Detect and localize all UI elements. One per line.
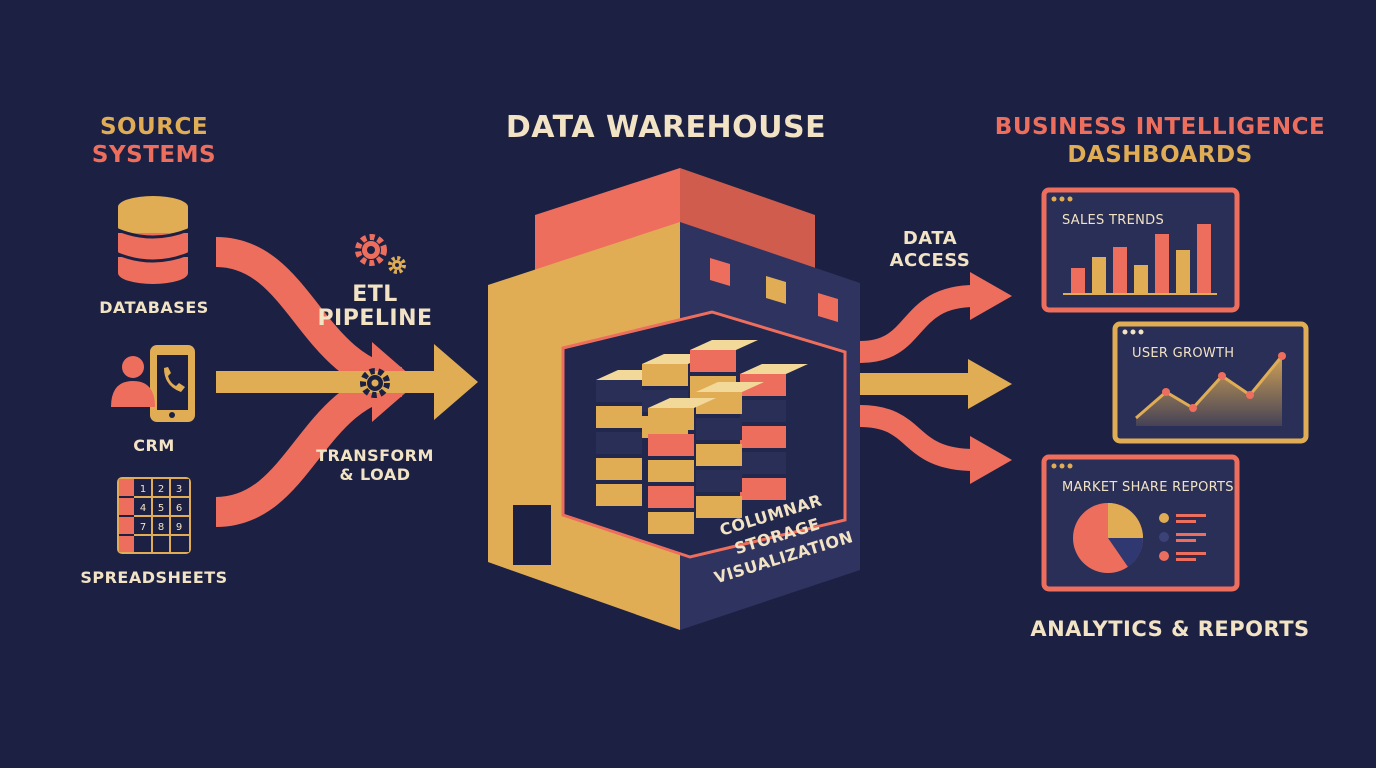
bi-title-line2: DASHBOARDS xyxy=(1067,142,1253,168)
source-title-line1: SOURCE xyxy=(99,114,209,140)
storage-cube-stack xyxy=(596,370,664,506)
sheet-digit: 1 xyxy=(140,484,146,495)
line-chart-icon xyxy=(1135,352,1286,426)
analytics-footer: ANALYTICS & REPORTS xyxy=(1030,617,1310,641)
crm-label: CRM xyxy=(133,436,175,455)
databases-label: DATABASES xyxy=(99,298,209,317)
transform-label-line1: TRANSFORM xyxy=(316,446,434,465)
columnar-storage-cubes xyxy=(596,340,808,534)
sheet-digit: 9 xyxy=(176,522,182,533)
transform-gear-icon xyxy=(360,368,390,398)
bi-title-line1: BUSINESS INTELLIGENCE xyxy=(994,114,1326,140)
transform-label-line2: & LOAD xyxy=(339,465,411,484)
market-share-panel xyxy=(1041,454,1240,592)
crm-phone-icon xyxy=(111,345,195,422)
gear-icon xyxy=(355,234,406,274)
sheet-digit: 7 xyxy=(140,522,146,533)
source-title-line2: SYSTEMS xyxy=(91,142,217,168)
access-flow-arrows xyxy=(859,272,1012,484)
user-growth-title: USER GROWTH xyxy=(1132,346,1235,361)
sheet-digit: 5 xyxy=(158,503,164,514)
bar-chart-icon xyxy=(1063,224,1217,295)
legend-list-icon xyxy=(1159,513,1206,561)
access-label-line2: ACCESS xyxy=(889,250,971,271)
sales-trends-title: SALES TRENDS xyxy=(1062,213,1165,228)
market-share-title: MARKET SHARE REPORTS xyxy=(1062,480,1234,495)
spreadsheet-icon: 1 2 3 4 5 6 7 8 9 xyxy=(117,477,191,554)
sheet-digit: 2 xyxy=(158,484,164,495)
sheet-digit: 8 xyxy=(158,522,164,533)
user-growth-panel xyxy=(1112,321,1309,444)
sheet-digit: 3 xyxy=(176,484,182,495)
sheet-digit: 4 xyxy=(140,503,146,514)
etl-title-line1: ETL xyxy=(352,282,398,307)
access-label-line1: DATA xyxy=(902,228,958,249)
warehouse-title: DATA WAREHOUSE xyxy=(505,110,827,145)
spreadsheets-label: SPREADSHEETS xyxy=(80,568,228,587)
sheet-digit: 6 xyxy=(176,503,182,514)
pie-chart-icon xyxy=(1073,503,1144,573)
database-icon xyxy=(117,196,189,284)
etl-title-line2: PIPELINE xyxy=(317,306,433,331)
sales-trends-panel xyxy=(1041,187,1240,313)
